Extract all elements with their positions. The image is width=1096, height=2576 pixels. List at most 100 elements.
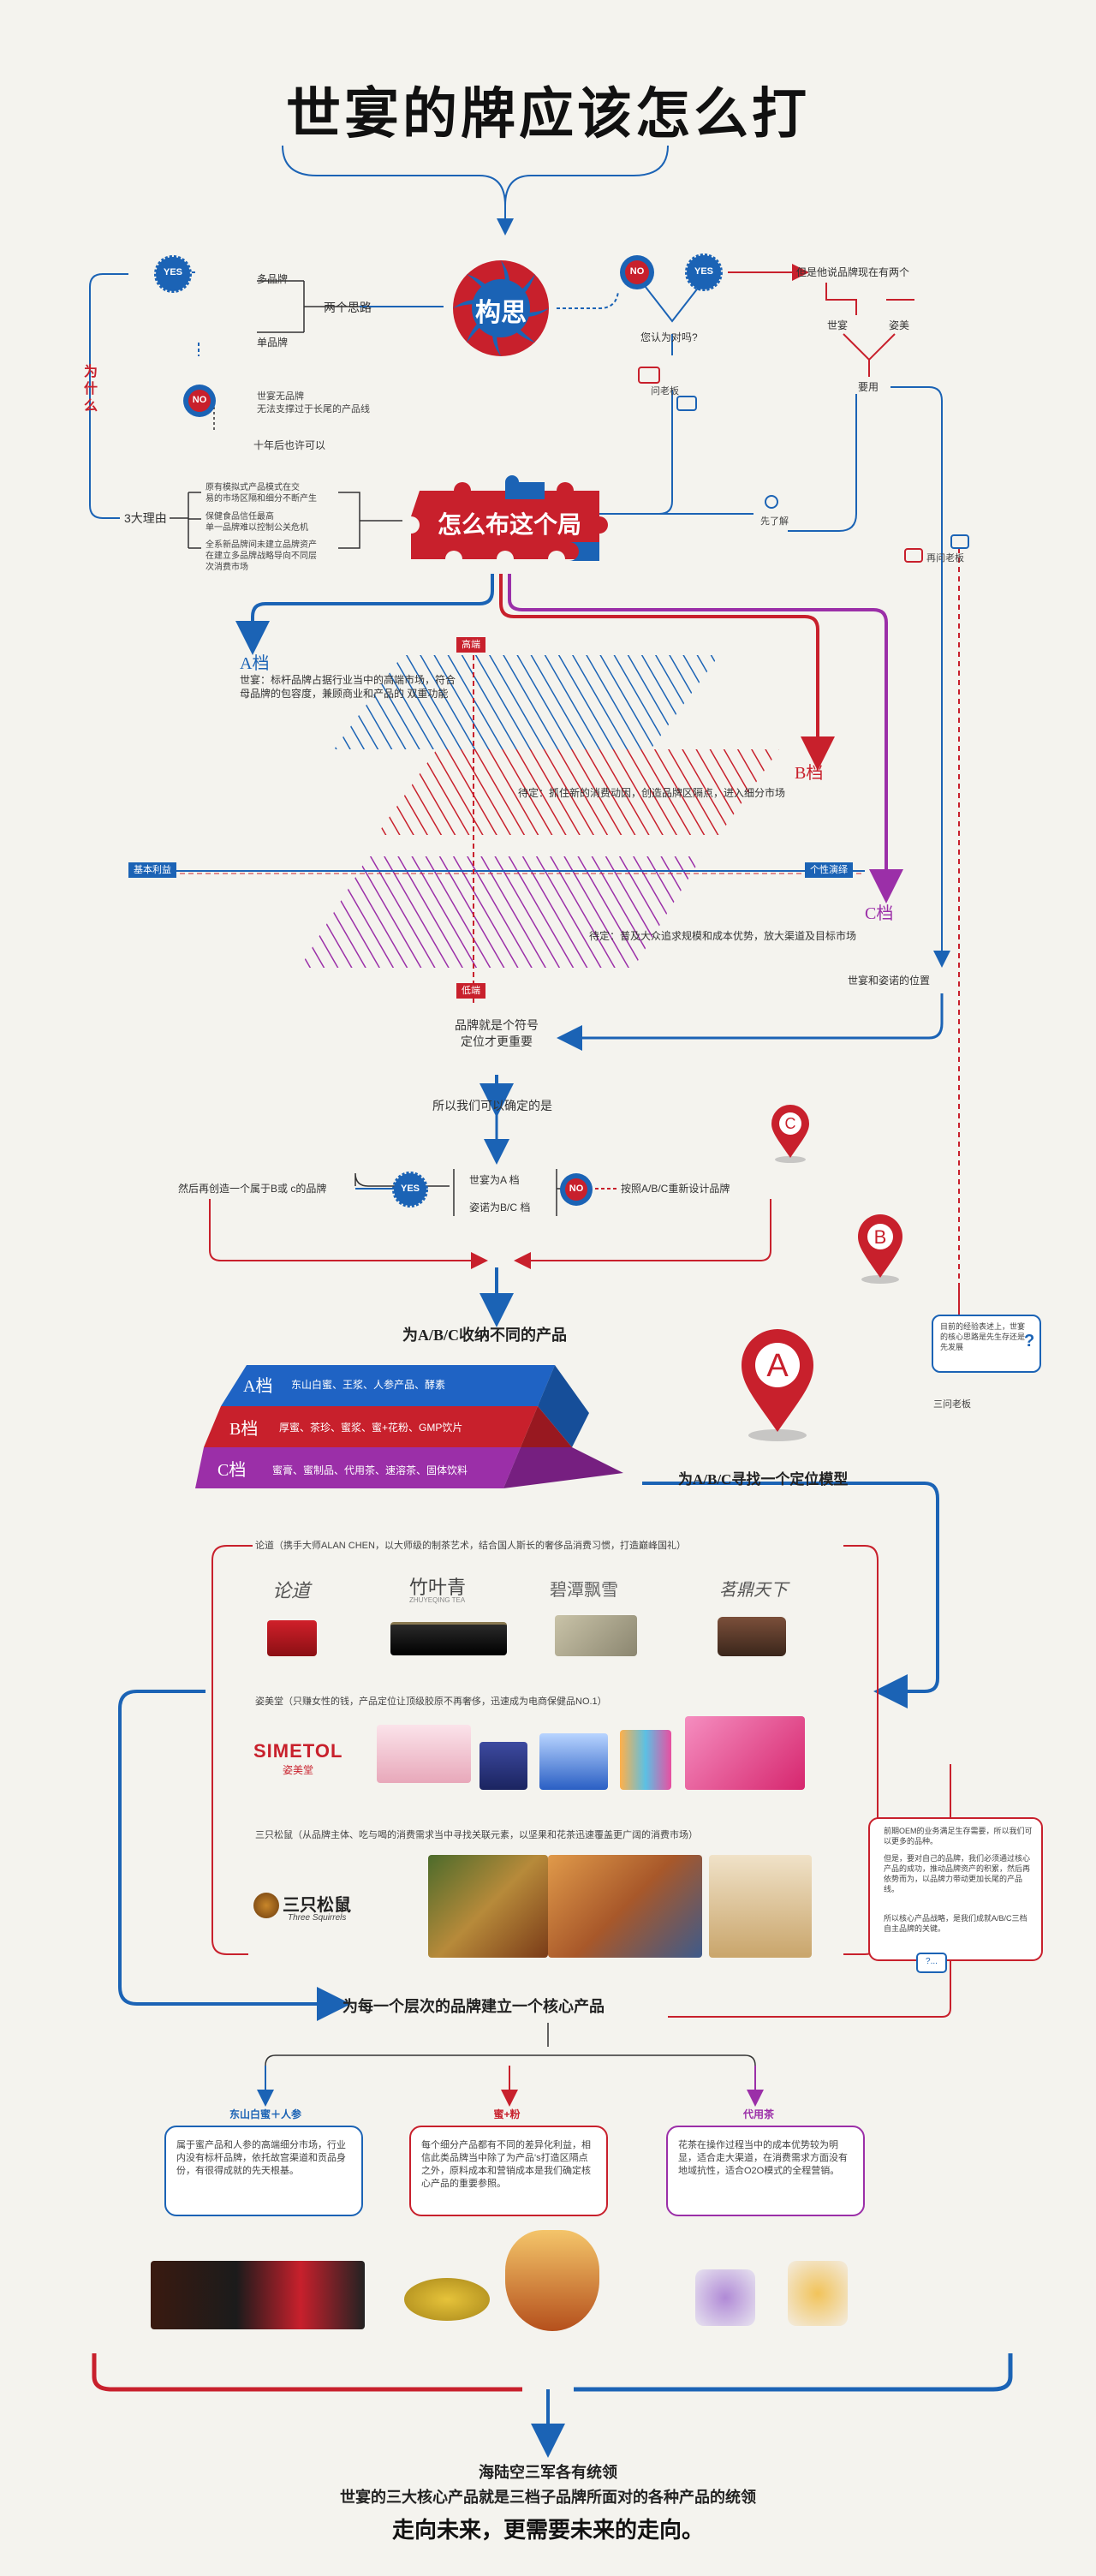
question-icon: ? xyxy=(1024,1332,1035,1351)
pin-c-icon: C xyxy=(769,1105,812,1165)
core-product-box-a: 属于蜜产品和人参的高端细分市场，行业内没有标杆品牌，依托故宫渠道和贡品身份，有很… xyxy=(164,2126,363,2216)
tier-a-desc: 世宴：标杆品牌占据行业当中的高端市场，符合 母品牌的包容度，兼顾商业和产品的 双… xyxy=(240,674,456,700)
page-title: 世宴的牌应该怎么打 xyxy=(286,84,810,145)
core-product-box-c: 花茶在操作过程当中的成本优势较为明显，适合走大渠道，在消费需求方面没有地域抗性，… xyxy=(666,2126,865,2216)
product-pyramid: A档 东山白蜜、王浆、人参产品、酵素 B档 厚蜜、茶珍、蜜浆、蜜+花粉、GMP饮… xyxy=(195,1362,623,1499)
two-ideas-label: 两个思路 xyxy=(324,301,372,314)
product-image-redbox xyxy=(267,1620,317,1656)
then-text: 然后再创造一个属于B或 c的品牌 xyxy=(178,1183,327,1195)
product-image-giftbox xyxy=(685,1716,805,1790)
think-right-label: 您认为对吗? xyxy=(640,331,698,343)
redesign-text: 按照A/B/C重新设计品牌 xyxy=(621,1183,730,1195)
product-image-bottles xyxy=(480,1742,527,1790)
no-seal-left: NO xyxy=(182,383,217,419)
side-note-text: 目前的经验表述上，世宴的核心思路是先生存还是先发展 xyxy=(940,1322,1026,1351)
chat-bubble-icon xyxy=(904,548,923,563)
tier-c-desc: 待定：普及大众追求规模和成本优势，放大渠道及目标市场 xyxy=(589,930,857,942)
chat-bubble-icon: ?... xyxy=(916,1953,947,1973)
yes-seal-mid: YES xyxy=(392,1172,428,1208)
concept-hub-label: 构思 xyxy=(475,299,527,327)
pin-a-icon: A xyxy=(736,1329,819,1442)
squirrel-logo-icon xyxy=(253,1893,279,1918)
core-heading: 为每一个层次的品牌建立一个核心产品 xyxy=(342,1998,605,2015)
product-image-pinkbox xyxy=(377,1725,471,1783)
core-product-c-label: 代用茶 xyxy=(724,2107,793,2121)
core-product-c-text: 花茶在操作过程当中的成本优势较为明显，适合走大渠道，在消费需求方面没有地域抗性，… xyxy=(678,2140,848,2176)
understood-label: 先了解 xyxy=(760,516,789,527)
core-product-box-b: 每个细分产品都有不同的差异化利益，相信此类品牌当中除了为产品's打造区隔点之外，… xyxy=(409,2126,608,2216)
high-end-tag: 高端 xyxy=(456,637,485,653)
ten-years-label: 十年后也许可以 xyxy=(253,439,326,451)
tier-a-tag: A档 xyxy=(243,1377,273,1396)
low-end-tag: 低端 xyxy=(456,983,485,999)
chat-bubble-icon xyxy=(676,396,697,411)
footer-line-3: 走向未来，更需要未来的走向。 xyxy=(391,2518,704,2543)
concept-hub: 构思 xyxy=(450,257,552,360)
side-note-label: 三问老板 xyxy=(933,1399,971,1410)
product-image-tea xyxy=(709,1855,812,1958)
case1-logo-lundao: 论道 xyxy=(272,1580,311,1601)
model-heading: 为A/B/C寻找一个定位模型 xyxy=(678,1471,849,1488)
personal-tag: 个性演绎 xyxy=(805,862,853,878)
right-note-item-2: 但是，要对自己的品牌，我们必须通过核心产品的成功，推动品牌资产的积累，然后再依势… xyxy=(884,1854,1031,1893)
case3-logo: 三只松鼠 xyxy=(283,1896,351,1915)
side-note-box: 目前的经验表述上，世宴的核心思路是先生存还是先发展 ? xyxy=(932,1315,1041,1373)
tier-b-desc: 待定：抓住新的消费动因，创造品牌区隔点，进入细分市场 xyxy=(518,787,786,799)
multi-brand-label: 多品牌 xyxy=(257,273,289,285)
tier-c-label: C档 xyxy=(865,904,894,923)
product-image-pollen xyxy=(404,2278,490,2321)
swirl-icon xyxy=(453,260,549,356)
but-two-brands-label: 但是他说品牌现在有两个 xyxy=(796,266,910,278)
right-note-item-3: 所以核心产品战略，是我们成就A/B/C三档自主品牌的关键。 xyxy=(884,1914,1028,1933)
product-image-honey xyxy=(505,2230,599,2331)
case1-logo-zhuyeqing: 竹叶青 xyxy=(409,1577,467,1598)
product-image-scroll xyxy=(555,1615,637,1656)
footer-line-2: 世宴的三大核心产品就是三档子品牌所面对的各种产品的统领 xyxy=(340,2489,756,2506)
yes-seal-left: YES xyxy=(154,255,192,293)
case2-logo-sub: 姿美堂 xyxy=(283,1764,314,1776)
right-note-item-1: 前期OEM的业务满足生存需要，所以我们可以更多的品种。 xyxy=(884,1827,1033,1846)
product-image-flower-tea-2 xyxy=(788,2261,848,2326)
no-seal-mid: NO xyxy=(558,1172,594,1208)
product-image-honey-ginseng xyxy=(151,2261,365,2329)
product-image-nuts xyxy=(428,1855,548,1958)
basic-benefit-tag: 基本利益 xyxy=(128,862,176,878)
footer-line-1: 海陆空三军各有统领 xyxy=(479,2464,617,2481)
product-image-bluebox xyxy=(539,1733,608,1790)
tier-b-tag: B档 xyxy=(229,1420,259,1439)
tier-a-label: A档 xyxy=(240,654,270,673)
product-image-tin xyxy=(718,1617,786,1656)
single-brand-label: 单品牌 xyxy=(257,337,289,349)
decide-text: 所以我们可以确定的是 xyxy=(432,1099,552,1112)
magnifier-icon xyxy=(765,495,778,509)
reason-2: 保健食品信任最高 单一品牌难以控制公关危机 xyxy=(206,512,308,533)
case1-logo-mingding: 茗鼎天下 xyxy=(719,1581,788,1600)
chat-bubble-icon xyxy=(950,534,969,549)
core-product-b-label: 蜜+粉 xyxy=(473,2107,541,2121)
tier-a-products: 东山白蜜、王浆、人参产品、酵素 xyxy=(291,1379,446,1391)
position-note: 世宴和姿诺的位置 xyxy=(848,975,931,987)
puzzle-icon xyxy=(411,475,608,561)
tier-b-label: B档 xyxy=(795,764,824,783)
case3-title: 三只松鼠（从品牌主体、吃与喝的消费需求当中寻找关联元素，以坚果和花茶迅速覆盖更广… xyxy=(255,1830,698,1840)
zimei-bc-text: 姿诺为B/C 档 xyxy=(469,1202,531,1213)
ask-boss-label: 问老板 xyxy=(651,386,679,397)
zimei-label: 姿美 xyxy=(889,319,910,331)
core-product-a-label: 东山白蜜＋人参 xyxy=(206,2107,325,2121)
three-reasons-label: 3大理由 xyxy=(124,511,167,525)
core-product-a-text: 属于蜜产品和人参的高端细分市场，行业内没有标杆品牌，依托故宫渠道和贡品身份，有很… xyxy=(176,2140,346,2176)
product-image-flower-tea-1 xyxy=(695,2269,755,2326)
need-label: 要用 xyxy=(858,381,879,393)
no-seal-right: NO xyxy=(618,253,656,291)
symbol-text: 品牌就是个符号 定位才更重要 xyxy=(455,1018,539,1048)
layout-hub: 怎么布这个局 xyxy=(402,474,616,568)
case3-logo-sub: Three Squirrels xyxy=(288,1913,347,1923)
chat-bubble-icon xyxy=(638,367,660,384)
single-brand-desc: 世宴无品牌 无法支撑过于长尾的产品线 xyxy=(257,391,370,414)
product-image-colorbox xyxy=(620,1730,671,1790)
layout-hub-label: 怎么布这个局 xyxy=(437,512,581,539)
tier-c-tag: C档 xyxy=(217,1461,247,1480)
product-image-blackbox xyxy=(390,1622,507,1655)
product-image-squirrels xyxy=(548,1855,702,1958)
